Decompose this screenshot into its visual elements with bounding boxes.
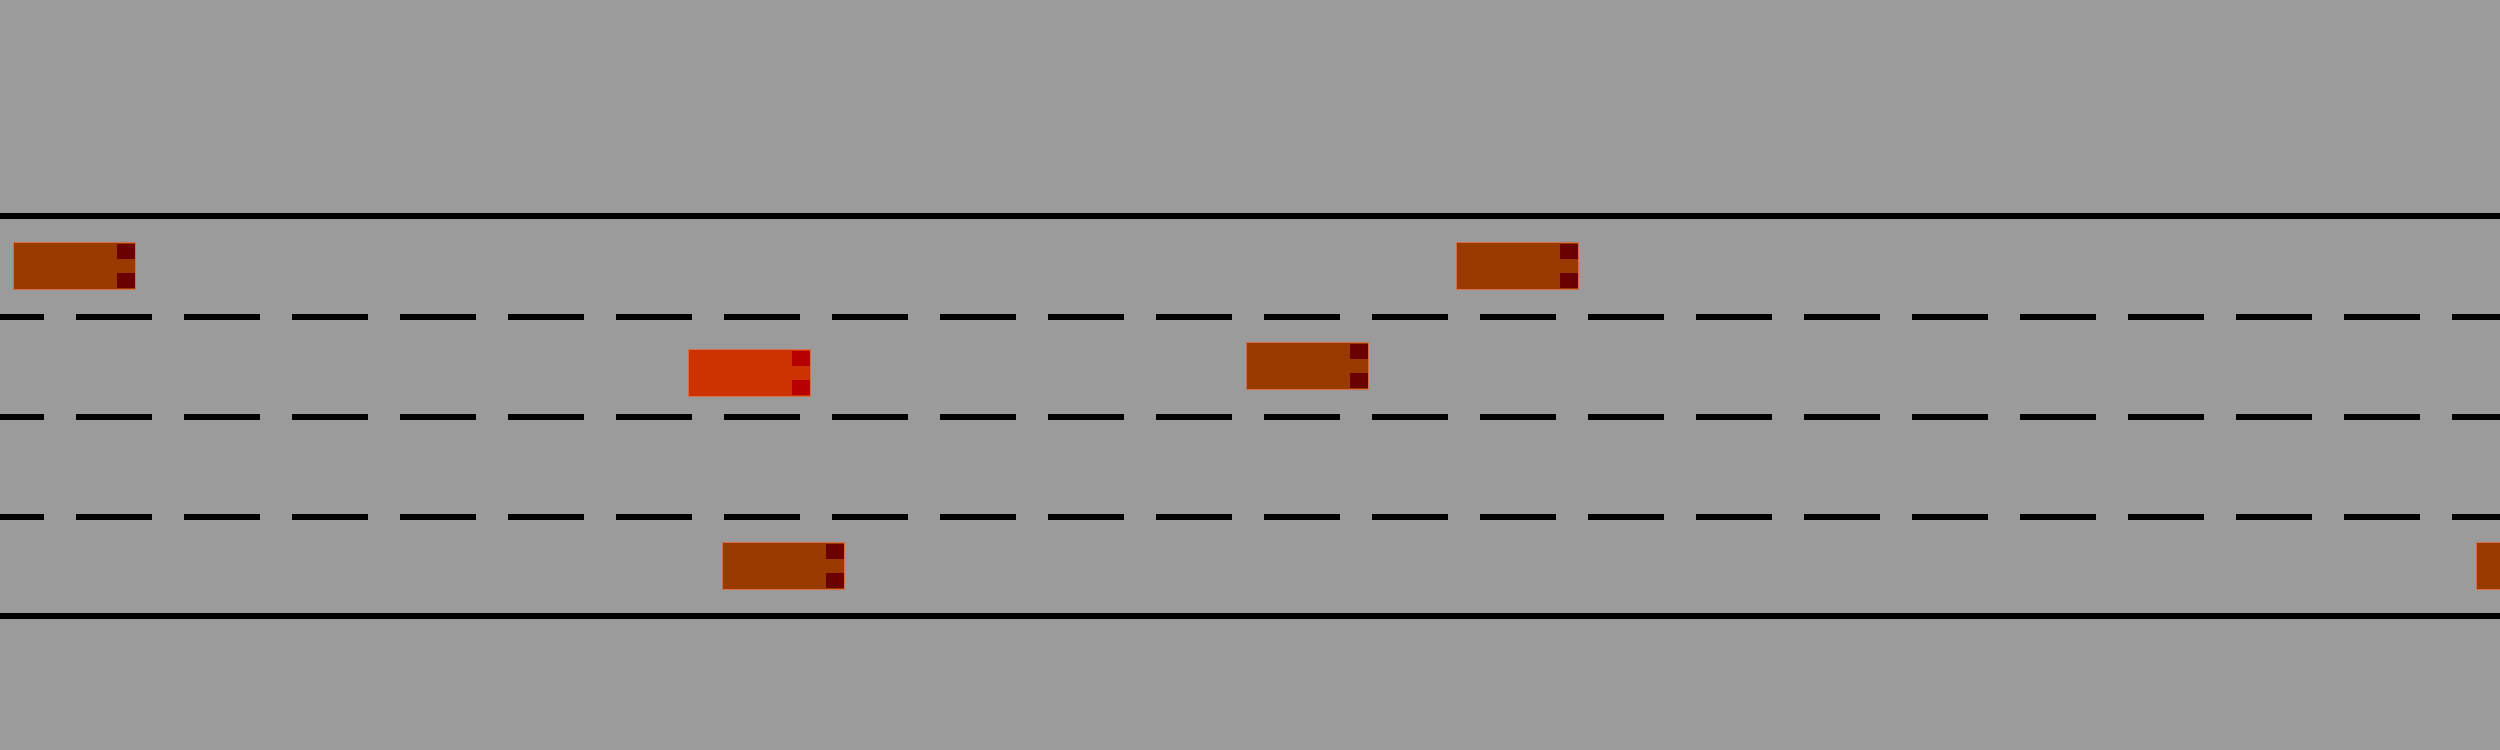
taillight xyxy=(1560,244,1578,259)
taillight xyxy=(117,244,135,259)
traffic-car xyxy=(2476,542,2500,590)
taillight xyxy=(117,273,135,288)
traffic-car xyxy=(13,242,136,290)
lane-divider-1 xyxy=(0,314,2500,320)
traffic-car xyxy=(722,542,845,590)
taillight xyxy=(1350,344,1368,359)
ego-car xyxy=(688,349,811,397)
road-edge-bottom xyxy=(0,613,2500,619)
traffic-car xyxy=(1246,342,1369,390)
lane-divider-2 xyxy=(0,414,2500,420)
lane-divider-3 xyxy=(0,514,2500,520)
road-edge-top xyxy=(0,213,2500,219)
taillight xyxy=(826,544,844,559)
taillight xyxy=(1350,373,1368,388)
traffic-car xyxy=(1456,242,1579,290)
taillight xyxy=(826,573,844,588)
taillight xyxy=(792,351,810,366)
taillight xyxy=(792,380,810,395)
taillight xyxy=(1560,273,1578,288)
